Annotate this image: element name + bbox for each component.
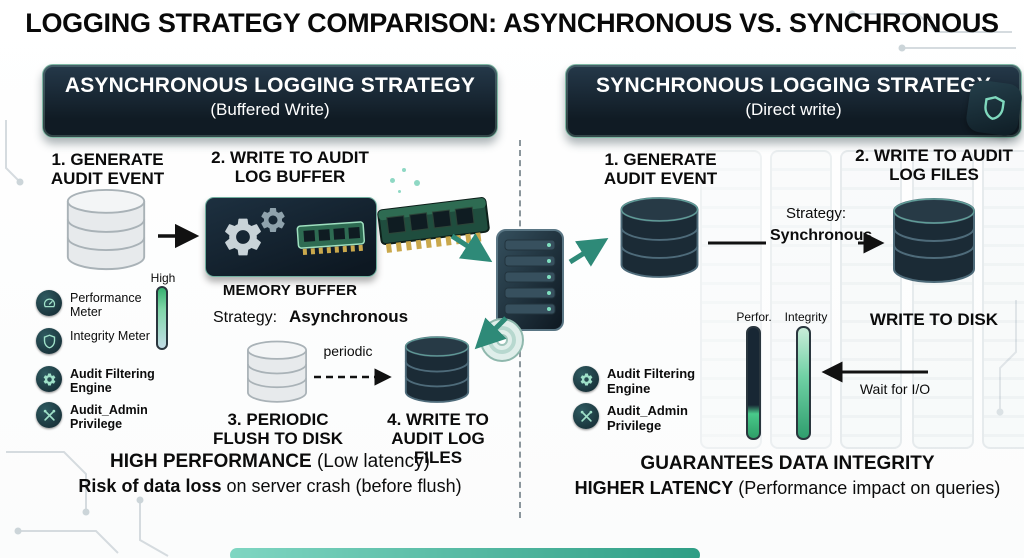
database-icon: [404, 336, 470, 403]
sync-footer2-rest: (Performance impact on queries): [733, 478, 1001, 498]
sync-footer-line2: HIGHER LATENCY (Performance impact on qu…: [555, 478, 1020, 499]
sync-footer-line1: GUARANTEES DATA INTEGRITY: [555, 453, 1020, 475]
gear-icon: [258, 205, 288, 235]
shield-icon: [36, 328, 62, 354]
async-step1-label: 1. GENERATE AUDIT EVENT: [50, 150, 165, 189]
async-panel-header: ASYNCHRONOUS LOGGING STRATEGY (Buffered …: [42, 64, 498, 138]
audit-filtering-row: Audit Filtering Engine: [573, 366, 733, 397]
ram-stick-icon: [296, 221, 366, 255]
database-icon: [66, 188, 146, 271]
async-footer1-bold: HIGH PERFORMANCE: [110, 451, 312, 472]
disc-icon: [480, 318, 524, 362]
performance-meter-label: Performance Meter: [70, 291, 142, 320]
tools-icon: [573, 403, 599, 429]
sync-step1-label: 1. GENERATE AUDIT EVENT: [603, 150, 718, 189]
memory-buffer-box: [205, 197, 377, 277]
async-strategy-row: Strategy: Asynchronous: [213, 307, 408, 327]
audit-admin-label: Audit_Admin Privilege: [70, 403, 148, 432]
audit-filtering-row: Audit Filtering Engine: [36, 366, 196, 396]
memory-buffer-label: MEMORY BUFFER: [222, 282, 358, 299]
sync-step2-label: 2. WRITE TO AUDIT LOG FILES: [855, 146, 1013, 185]
gear-icon: [36, 366, 62, 392]
strategy-label: Strategy:: [213, 309, 278, 326]
page-title: LOGGING STRATEGY COMPARISON: ASYNCHRONOU…: [25, 8, 999, 38]
sync-footer1-bold: GUARANTEES DATA INTEGRITY: [640, 453, 935, 474]
performance-gauge-bar: [156, 286, 168, 350]
tools-icon: [36, 402, 62, 428]
rack-column: [840, 150, 902, 449]
async-step4-label: 4. WRITE TO AUDIT LOG FILES: [387, 410, 489, 468]
integrity-bar-label: Integrity: [784, 310, 828, 324]
audit-filtering-label: Audit Filtering Engine: [70, 367, 155, 396]
security-shield-badge: [964, 78, 1024, 138]
sync-header-title: SYNCHRONOUS LOGGING STRATEGY: [596, 74, 991, 97]
sync-strategy-value: Synchronous: [770, 227, 873, 244]
high-bar-label: High: [150, 271, 176, 285]
shield-icon: [979, 93, 1008, 122]
server-icon: [496, 229, 564, 331]
perf-bar-label: Perfor.: [736, 310, 772, 324]
database-icon: [247, 340, 307, 403]
audit-admin-label: Audit_Admin Privilege: [607, 403, 688, 433]
write-to-disk-label: WRITE TO DISK: [869, 310, 999, 329]
gauge-icon: [36, 290, 62, 316]
async-step3-label: 3. PERIODIC FLUSH TO DISK: [212, 410, 344, 449]
async-footer-line2: Risk of data loss on server crash (befor…: [25, 476, 515, 497]
async-footer2-rest: on server crash (before flush): [221, 476, 462, 496]
rack-column: [982, 150, 1024, 449]
performance-meter-row: Performance Meter: [36, 290, 186, 320]
audit-filtering-label: Audit Filtering Engine: [607, 366, 696, 396]
wait-for-io-label: Wait for I/O: [859, 381, 931, 397]
integrity-gauge-bar: [796, 326, 811, 440]
gear-icon: [573, 366, 599, 392]
performance-gauge-bar: [746, 326, 761, 440]
async-header-subtitle: (Buffered Write): [210, 100, 330, 119]
database-icon: [620, 197, 699, 278]
sync-strategy-label: Strategy:: [785, 205, 847, 222]
integrity-meter-label: Integrity Meter: [70, 329, 150, 343]
async-step2-label: 2. WRITE TO AUDIT LOG BUFFER: [211, 148, 369, 187]
bottom-accent-bar: [230, 548, 700, 558]
async-footer2-bold: Risk of data loss: [78, 476, 222, 496]
async-footer-line1: HIGH PERFORMANCE (Low latency): [25, 451, 515, 473]
sync-panel-header: SYNCHRONOUS LOGGING STRATEGY (Direct wri…: [565, 64, 1022, 138]
integrity-meter-row: Integrity Meter: [36, 328, 186, 354]
database-icon: [893, 198, 975, 284]
periodic-label: periodic: [323, 343, 373, 359]
sync-footer2-bold: HIGHER LATENCY: [574, 478, 734, 498]
async-header-title: ASYNCHRONOUS LOGGING STRATEGY: [64, 74, 476, 97]
audit-admin-row: Audit_Admin Privilege: [36, 402, 196, 432]
strategy-value: Asynchronous: [289, 307, 409, 326]
sync-header-subtitle: (Direct write): [745, 100, 842, 119]
async-footer1-rest: (Low latency): [311, 451, 430, 472]
audit-admin-row: Audit_Admin Privilege: [573, 403, 733, 434]
